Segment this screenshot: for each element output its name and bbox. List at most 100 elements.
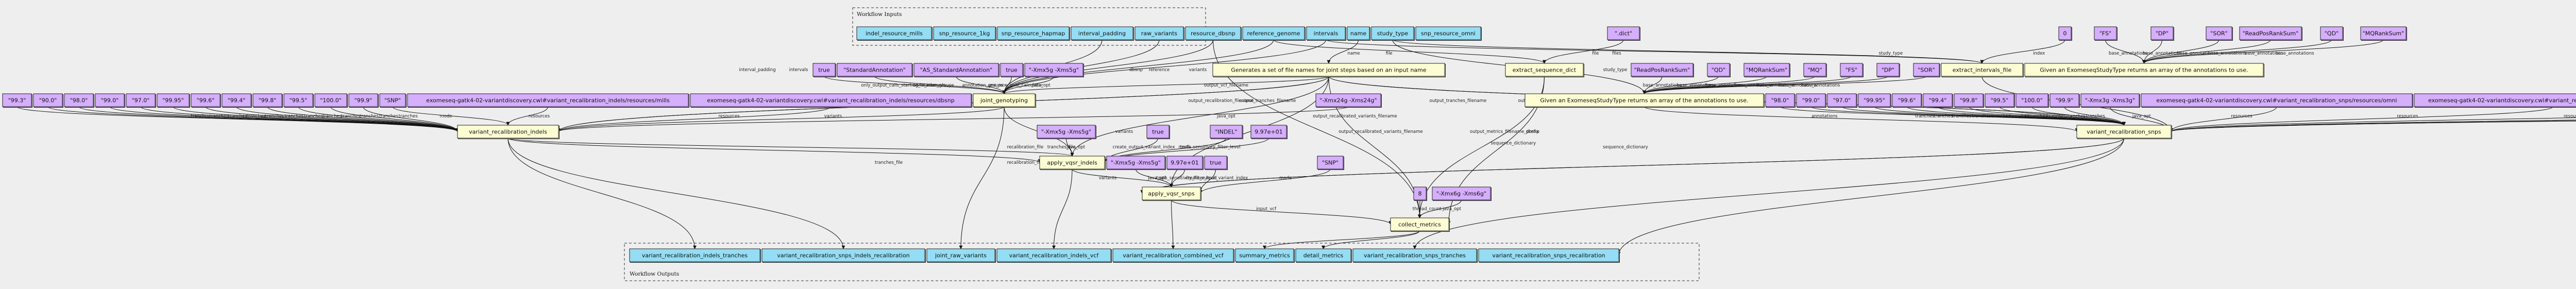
constant-node-aip1[interactable]: true: [1146, 125, 1170, 139]
output-node-out8[interactable]: variant_recalibration_snps_recalibration: [1478, 248, 1620, 263]
constant-node-itr9[interactable]: "99.5": [283, 93, 314, 108]
constant-node-jp0[interactable]: true: [812, 63, 836, 77]
output-node-out0[interactable]: variant_recalibration_indels_tranches: [629, 248, 761, 263]
edge-label: java_opt: [1442, 207, 1462, 212]
node-label: apply_vqsr_indels: [1047, 160, 1097, 166]
constant-node-a23[interactable]: "ReadPosRankSum": [2239, 26, 2302, 41]
constant-node-str8[interactable]: "100.0": [2015, 93, 2049, 108]
input-node-in4[interactable]: raw_variants: [1134, 26, 1184, 41]
input-node-in5[interactable]: resource_dbsnp: [1185, 26, 1242, 41]
constant-node-itr0[interactable]: "99.3": [2, 93, 32, 108]
step-node-vrs[interactable]: variant_recalibration_snps: [2076, 125, 2172, 139]
output-node-out7[interactable]: variant_recalibration_snps_tranches: [1352, 248, 1478, 263]
edge-label: tranches: [1952, 114, 1972, 119]
input-node-in7[interactable]: intervals: [1306, 26, 1346, 41]
output-node-out4[interactable]: variant_recalibration_combined_vcf: [1112, 248, 1234, 263]
input-node-in10[interactable]: snp_resource_omni: [1415, 26, 1482, 41]
step-node-ann1[interactable]: Given an ExomeseqStudyType returns an ar…: [1524, 93, 1765, 108]
constant-node-a12[interactable]: "MQRankSum": [1743, 63, 1790, 77]
constant-node-itr3[interactable]: "99.0": [95, 93, 125, 108]
constant-node-str1[interactable]: "99.0": [1796, 93, 1826, 108]
step-node-vri[interactable]: variant_recalibration_indels: [457, 125, 560, 139]
constant-node-aip3[interactable]: 9.97e+01: [1250, 125, 1287, 139]
constant-node-imode[interactable]: "SNP": [379, 93, 406, 108]
constant-node-str5[interactable]: "99.4": [1923, 93, 1953, 108]
constant-node-str9[interactable]: "99.9": [2049, 93, 2080, 108]
node-box: [1347, 26, 1370, 40]
constant-node-str3[interactable]: "99.95": [1858, 93, 1891, 108]
input-node-in8[interactable]: name: [1347, 26, 1370, 41]
constant-node-jp3[interactable]: true: [1000, 63, 1024, 77]
output-node-out6[interactable]: detail_metrics: [1295, 248, 1352, 263]
constant-node-asp0[interactable]: "-Xmx5g -Xms5g": [1106, 156, 1166, 170]
constant-node-zero[interactable]: 0: [2058, 26, 2072, 41]
constant-node-a22[interactable]: "SOR": [2206, 26, 2233, 41]
constant-node-jp1[interactable]: "StandardAnnotation": [837, 63, 913, 77]
constant-node-itr10[interactable]: "100.0": [314, 93, 348, 108]
constant-node-asp3[interactable]: "SNP": [1317, 156, 1344, 170]
constant-node-aip2[interactable]: "INDEL": [1210, 125, 1243, 139]
node-box: [690, 93, 972, 107]
constant-node-itr7[interactable]: "99.4": [222, 93, 252, 108]
output-node-out3[interactable]: variant_recalibration_indels_vcf: [996, 248, 1112, 263]
edge-32: [1326, 39, 1984, 64]
step-node-avs[interactable]: apply_vqsr_snps: [1142, 186, 1201, 201]
step-node-joint-genotyping[interactable]: joint_genotyping: [973, 93, 1036, 108]
constant-node-a13[interactable]: "MQ": [1803, 63, 1827, 77]
constant-node-sres1[interactable]: exomeseq-gatk4-02-variantdiscovery.cwl#v…: [2414, 93, 2576, 108]
constant-node-str4[interactable]: "99.6": [1892, 93, 1922, 108]
step-node-avi[interactable]: apply_vqsr_indels: [1039, 156, 1106, 170]
constant-node-itr6[interactable]: "99.6": [191, 93, 221, 108]
step-node-eif[interactable]: extract_intervals_file: [1941, 63, 2024, 77]
constant-node-ires0[interactable]: exomeseq-gatk4-02-variantdiscovery.cwl#v…: [407, 93, 689, 108]
input-node-in6[interactable]: reference_genome: [1242, 26, 1306, 41]
output-node-out1[interactable]: variant_recalibration_snps_indels_recali…: [761, 248, 926, 263]
constant-node-itr4[interactable]: "97.0": [126, 93, 156, 108]
constant-node-itr5[interactable]: "99.95": [157, 93, 190, 108]
output-node-out2[interactable]: joint_raw_variants: [926, 248, 996, 263]
constant-node-itr2[interactable]: "98.0": [64, 93, 94, 108]
constant-node-dictp[interactable]: ".dict": [1607, 26, 1640, 41]
constant-node-jp4[interactable]: "-Xmx5g -Xms5g": [1024, 63, 1084, 77]
input-node-in0[interactable]: indel_resource_mills: [856, 26, 933, 41]
node-box: [1803, 63, 1826, 77]
constant-node-a14[interactable]: "FS": [1840, 63, 1863, 77]
constant-node-asp1[interactable]: 9.97e+01: [1166, 156, 1204, 170]
constant-node-itr1[interactable]: "90.0": [33, 93, 63, 108]
step-node-esd[interactable]: extract_sequence_dict: [1505, 63, 1584, 77]
constant-node-aip0[interactable]: "-Xmx5g -Xms5g": [1037, 125, 1096, 139]
step-node-gen[interactable]: Generates a set of file names for joint …: [1212, 63, 1446, 77]
constant-node-sres0[interactable]: exomeseq-gatk4-02-variantdiscovery.cwl#v…: [2141, 93, 2413, 108]
constant-node-str7[interactable]: "99.5": [1985, 93, 2015, 108]
node-box: [926, 248, 995, 262]
constant-node-a10[interactable]: "ReadPosRankSum": [1631, 63, 1694, 77]
constant-node-asp2[interactable]: true: [1204, 156, 1228, 170]
constant-node-a11[interactable]: "QD": [1707, 63, 1731, 77]
constant-node-jp2[interactable]: "AS_StandardAnnotation": [913, 63, 999, 77]
input-node-in3[interactable]: interval_padding: [1071, 26, 1134, 41]
input-node-in1[interactable]: snp_resource_1kg: [933, 26, 996, 41]
constant-node-a16[interactable]: "SOR": [1913, 63, 1940, 77]
edge-78: [507, 138, 1074, 157]
constant-node-a25[interactable]: "MQRankSum": [2360, 26, 2407, 41]
constant-node-a24[interactable]: "QD": [2320, 26, 2344, 41]
step-node-cm[interactable]: collect_metrics: [1390, 217, 1450, 232]
step-node-ann2[interactable]: Given an ExomeseqStudyType returns an ar…: [2024, 63, 2264, 77]
constant-node-itr11[interactable]: "99.9": [348, 93, 379, 108]
constant-node-sjava[interactable]: "-Xmx3g -Xms3g": [2080, 93, 2140, 108]
constant-node-str0[interactable]: "98.0": [1765, 93, 1795, 108]
constant-node-ires1[interactable]: exomeseq-gatk4-02-variantdiscovery.cwl#v…: [690, 93, 972, 108]
node-box: [1352, 248, 1477, 262]
input-node-in2[interactable]: snp_resource_hapmap: [997, 26, 1070, 41]
constant-node-mp1[interactable]: "-Xmx6g -Xms6g": [1432, 186, 1492, 201]
output-node-out5[interactable]: summary_metrics: [1235, 248, 1295, 263]
constant-node-str2[interactable]: "97.0": [1827, 93, 1857, 108]
input-node-in9[interactable]: study_type: [1371, 26, 1415, 41]
constant-node-itr8[interactable]: "99.8": [252, 93, 283, 108]
constant-node-str6[interactable]: "99.8": [1954, 93, 1984, 108]
constant-node-a15[interactable]: "DP": [1876, 63, 1900, 77]
constant-node-a20[interactable]: "FS": [2094, 26, 2117, 41]
constant-node-genjava[interactable]: "-Xmx24g -Xms24g": [1315, 93, 1382, 108]
constant-node-mp0[interactable]: 8: [1413, 186, 1427, 201]
constant-node-a21[interactable]: "DP": [2150, 26, 2174, 41]
